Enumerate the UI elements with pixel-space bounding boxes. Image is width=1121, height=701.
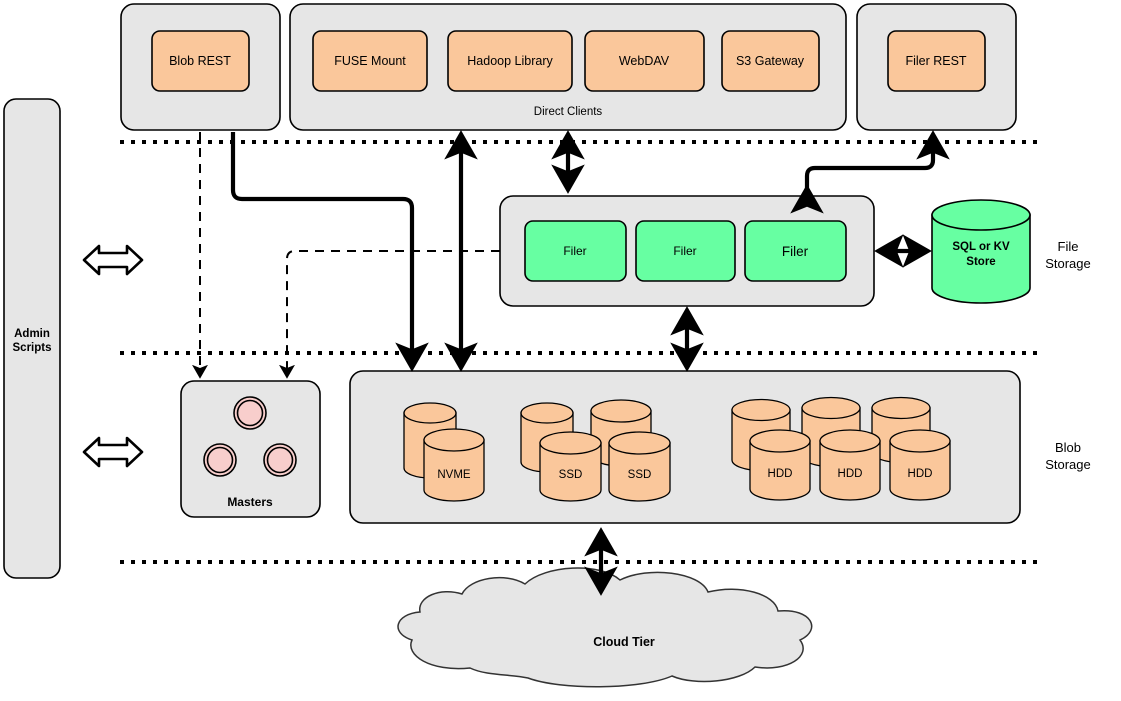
connector-filer-to-masters xyxy=(279,250,500,379)
master-node-inner-ring xyxy=(206,446,234,474)
node-filer-2-label: Filer xyxy=(673,244,696,258)
node-filer-3-label: Filer xyxy=(782,244,809,259)
masters-group[interactable]: Masters xyxy=(180,380,321,518)
disk-stack-hdd[interactable]: HDD HDD HDD xyxy=(731,396,951,501)
cloud-tier-shape[interactable] xyxy=(397,567,813,688)
disk-hdd-front-1[interactable]: HDD xyxy=(749,429,811,501)
master-node-3[interactable] xyxy=(263,443,297,477)
file-storage-label-line1: File xyxy=(1058,239,1079,254)
admin-scripts-panel[interactable]: Admin Scripts xyxy=(3,98,61,579)
node-webdav-label: WebDAV xyxy=(619,54,670,68)
sql-kv-store-body[interactable] xyxy=(931,214,1031,304)
sql-kv-store-top xyxy=(931,199,1031,231)
node-filer-1[interactable] xyxy=(524,220,627,282)
blob-storage-label-line2: Storage xyxy=(1045,457,1091,472)
node-s3-gateway-label: S3 Gateway xyxy=(736,54,805,68)
volume-servers-group[interactable]: NVME SSD xyxy=(349,370,1021,524)
disk-hdd-front-2[interactable]: HDD xyxy=(819,429,881,501)
node-filer-rest[interactable] xyxy=(887,30,986,92)
master-node-1[interactable] xyxy=(233,396,267,430)
node-filer-1-label: Filer xyxy=(563,244,586,258)
node-blob-rest-label: Blob REST xyxy=(169,54,231,68)
disk-ssd-label-1: SSD xyxy=(559,469,583,481)
masters-group-box[interactable] xyxy=(180,380,321,518)
sql-kv-store-label-line1: SQL or KV xyxy=(952,241,1010,253)
cloud-tier[interactable]: Cloud Tier xyxy=(397,567,813,688)
master-node-inner-ring xyxy=(236,399,264,427)
connector-filerrest-to-filers xyxy=(790,130,950,214)
disk-ssd-front-2[interactable]: SSD xyxy=(608,431,671,502)
admin-to-blob-storage-arrow xyxy=(82,436,144,468)
filer-rest-group[interactable]: Filer REST xyxy=(856,3,1017,131)
filer-group[interactable]: Filer Filer Filer xyxy=(499,195,875,307)
disk-hdd-front-3[interactable]: HDD xyxy=(889,429,951,501)
disk-hdd-label-3: HDD xyxy=(908,468,933,480)
masters-caption: Masters xyxy=(227,495,273,509)
node-webdav[interactable] xyxy=(584,30,705,92)
file-storage-label-line2: Storage xyxy=(1045,256,1091,271)
disk-hdd-label-1: HDD xyxy=(768,468,793,480)
cloud-tier-label: Cloud Tier xyxy=(593,635,655,649)
blob-storage-label-line1: Blob xyxy=(1055,440,1081,455)
connector-blobrest-to-volumes xyxy=(230,132,429,372)
sql-kv-store[interactable]: SQL or KV Store xyxy=(931,199,1031,304)
disk-stack-ssd[interactable]: SSD SSD xyxy=(520,399,671,502)
admin-to-file-storage-arrow xyxy=(82,244,144,276)
double-arrow-icon xyxy=(82,436,144,468)
disk-nvme-label: NVME xyxy=(437,469,471,481)
node-s3-gateway[interactable] xyxy=(721,30,820,92)
node-hadoop-library-label: Hadoop Library xyxy=(467,54,553,68)
node-filer-rest-label: Filer REST xyxy=(905,54,966,68)
master-node-2[interactable] xyxy=(203,443,237,477)
blob-storage-tier-label: Blob Storage xyxy=(1045,440,1091,472)
disk-ssd-label-2: SSD xyxy=(628,469,652,481)
node-hadoop-library[interactable] xyxy=(447,30,573,92)
file-storage-tier-label: File Storage xyxy=(1045,239,1091,271)
disk-ssd-front-1[interactable]: SSD xyxy=(539,431,602,502)
node-fuse-mount[interactable] xyxy=(312,30,428,92)
blob-rest-group[interactable]: Blob REST xyxy=(120,3,281,131)
direct-clients-group[interactable]: FUSE Mount Hadoop Library WebDAV S3 Gate… xyxy=(289,3,847,131)
admin-scripts-label-line1: Admin xyxy=(14,328,50,340)
sql-kv-store-label-line2: Store xyxy=(966,256,995,268)
node-filer-2[interactable] xyxy=(635,220,736,282)
admin-scripts-label-line2: Scripts xyxy=(13,342,52,354)
master-node-inner-ring xyxy=(266,446,294,474)
direct-clients-caption: Direct Clients xyxy=(534,106,603,118)
disk-nvme-front-1[interactable]: NVME xyxy=(423,428,485,502)
double-arrow-icon xyxy=(82,244,144,276)
node-blob-rest[interactable] xyxy=(151,30,250,92)
disk-stack-nvme[interactable]: NVME xyxy=(403,402,485,502)
node-filer-3[interactable] xyxy=(744,220,847,282)
admin-scripts-box[interactable] xyxy=(3,98,61,579)
node-fuse-mount-label: FUSE Mount xyxy=(334,54,406,68)
disk-hdd-label-2: HDD xyxy=(838,468,863,480)
